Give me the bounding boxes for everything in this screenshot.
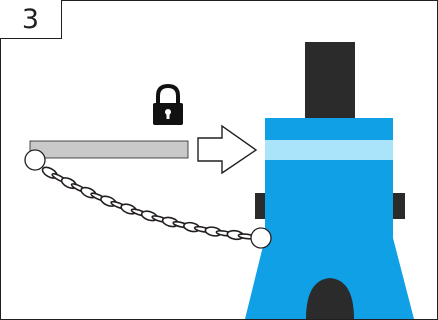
right-arrow-icon (197, 124, 258, 175)
machine-foot-arch (306, 278, 354, 319)
machine-illustration (245, 42, 414, 319)
lock-icon (153, 83, 183, 125)
chain-end-ring-left (24, 149, 46, 171)
machine-light-band (265, 140, 393, 160)
machine-top-column (305, 42, 355, 118)
step-number-box: 3 (0, 0, 62, 39)
machine-body (245, 118, 414, 319)
gray-bar (29, 140, 189, 159)
chain-icon (24, 149, 272, 249)
step-number: 3 (21, 3, 40, 35)
chain-end-ring-right (250, 227, 272, 249)
